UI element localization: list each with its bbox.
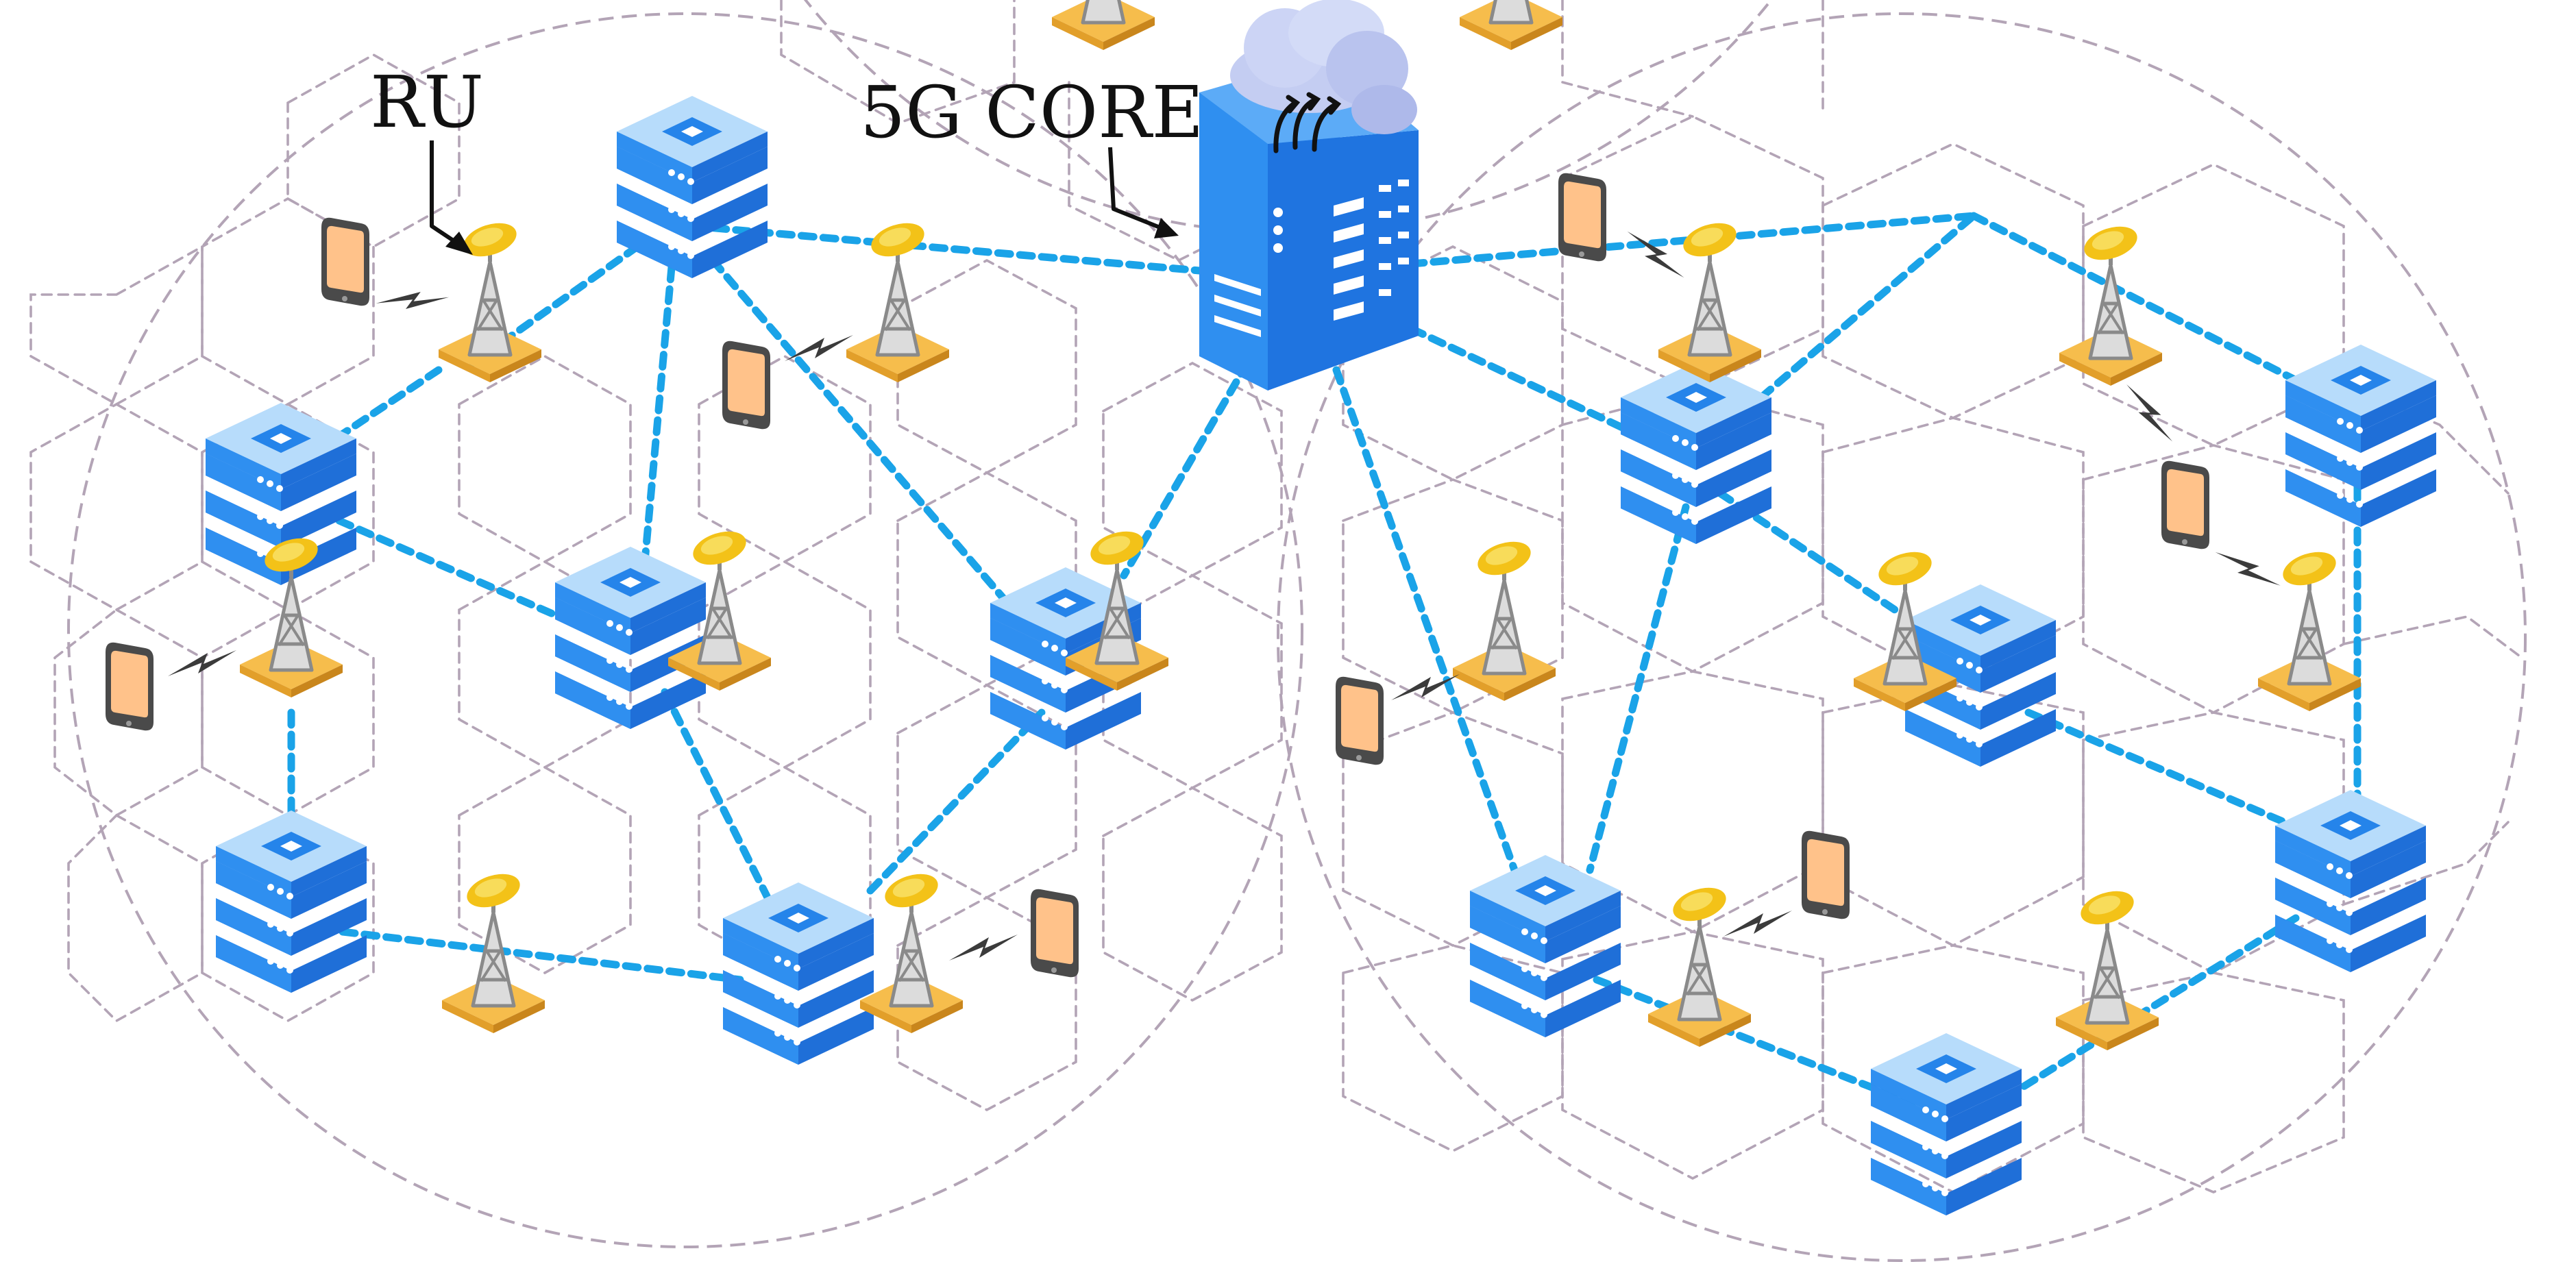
link — [1120, 359, 1251, 580]
ru-label: RU — [370, 60, 484, 144]
server-stack-icon — [2275, 790, 2426, 972]
link — [332, 366, 443, 443]
core-server-with-cloud-icon — [1199, 0, 1419, 391]
server-stack-icon — [723, 882, 874, 1065]
lightning-bolt-icon — [949, 935, 1018, 961]
radio-tower-icon — [846, 217, 949, 382]
link — [688, 222, 1203, 275]
link — [2004, 914, 2300, 1100]
radio-tower-icon — [1453, 536, 1556, 701]
server-stack-icon — [216, 811, 367, 993]
link — [335, 517, 587, 631]
link — [1970, 212, 2320, 395]
mobile-phone-icon — [321, 217, 369, 306]
radio-tower-icon — [1460, 0, 1562, 50]
ru-callout: RU — [370, 60, 484, 255]
radio-tower-icon — [1648, 882, 1751, 1047]
mobile-phone-icon — [722, 341, 770, 430]
left-cluster-boundary — [67, 12, 1303, 1248]
link — [1408, 325, 1635, 436]
link — [1757, 212, 1978, 401]
core-label: 5G CORE — [860, 71, 1203, 154]
mobile-phone-icon — [2161, 460, 2209, 549]
link — [339, 928, 744, 984]
lightning-bolt-icon — [785, 335, 853, 361]
radio-tower-icon — [860, 868, 963, 1033]
lightning-bolt-icon — [2215, 534, 2281, 604]
link — [640, 263, 676, 573]
link — [1332, 366, 1519, 874]
lightning-bolt-icon — [376, 278, 450, 323]
link — [709, 256, 1011, 607]
cloud-icon — [1230, 0, 1417, 134]
mobile-phone-icon — [1802, 830, 1850, 919]
server-stack-icon — [1470, 855, 1621, 1037]
mobile-phone-icon — [1336, 676, 1384, 765]
link — [2024, 708, 2320, 840]
server-stack-icon — [617, 96, 768, 278]
radio-tower-icon — [2056, 885, 2159, 1050]
server-stack-icon — [1871, 1033, 2022, 1215]
server-stack-icon — [1621, 362, 1771, 544]
lightning-bolt-icon — [1724, 911, 1792, 937]
lightning-bolt-icon — [1627, 218, 1684, 291]
right-cluster-boundary — [1277, 12, 2527, 1262]
mobile-phone-icon — [106, 642, 154, 731]
radio-tower-icon — [2258, 546, 2361, 711]
uplink-arrows-icon — [1273, 92, 1342, 153]
mobile-phone-icon — [1558, 173, 1606, 262]
core-callout: 5G CORE — [860, 71, 1203, 238]
lightning-bolt-icon — [2126, 376, 2173, 450]
link — [1586, 503, 1690, 874]
link — [1593, 976, 1916, 1107]
link — [661, 688, 772, 902]
link — [866, 708, 1046, 895]
mobile-phone-icon — [1031, 889, 1079, 978]
radio-tower-icon — [1052, 0, 1155, 50]
network-links — [287, 212, 2362, 1107]
